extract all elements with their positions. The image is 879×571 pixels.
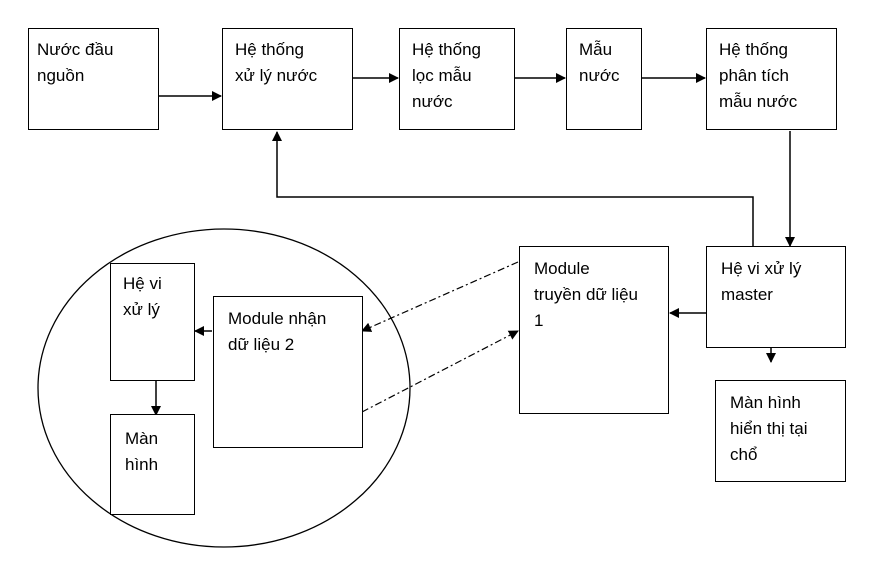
sample-analysis-line-1: Hệ thống xyxy=(719,40,788,59)
transmit-module-box: Module truyền dữ liệu 1 xyxy=(519,246,669,414)
sample-filter-line-1: Hệ thống xyxy=(412,40,481,59)
feedback-master-to-treatment xyxy=(272,131,754,246)
remote-mcu-line-1: Hệ vi xyxy=(123,274,162,293)
source-water-line-1: Nước đầu xyxy=(37,40,114,59)
wireless-link-receive-to-transmit xyxy=(361,330,519,413)
master-mcu-box: Hệ vi xử lý master xyxy=(706,246,846,348)
remote-display-line-2: hình xyxy=(125,455,159,474)
sample-analysis-line-2: phân tích xyxy=(719,66,789,85)
water-sample-line-2: nước xyxy=(579,66,620,85)
remote-mcu-box: Hệ vi xử lý xyxy=(110,263,195,381)
local-display-box: Màn hình hiển thị tại chổ xyxy=(715,380,846,482)
source-water-box: Nước đầu nguồn xyxy=(28,28,159,130)
sample-analysis-box: Hệ thống phân tích mẫu nước xyxy=(706,28,837,130)
master-mcu-line-1: Hệ vi xử lý xyxy=(721,259,802,278)
water-treatment-line-2: xử lý nước xyxy=(235,66,318,85)
sample-filter-box: Hệ thống lọc mẫu nước xyxy=(399,28,515,130)
remote-display-line-1: Màn xyxy=(125,429,159,448)
water-sample-box: Mẫu nước xyxy=(566,28,642,130)
water-sample-line-1: Mẫu xyxy=(579,40,613,59)
sample-analysis-line-3: mẫu nước xyxy=(719,92,798,111)
receive-module-line-1: Module nhận xyxy=(228,309,327,328)
transmit-module-line-2: truyền dữ liệu xyxy=(534,285,638,304)
local-display-line-3: chổ xyxy=(730,445,758,464)
master-mcu-line-2: master xyxy=(721,285,773,304)
wireless-link-transmit-to-receive xyxy=(361,261,519,332)
transmit-module-line-1: Module xyxy=(534,259,590,278)
remote-mcu-line-2: xử lý xyxy=(123,300,160,319)
sample-filter-line-2: lọc mẫu xyxy=(412,66,472,85)
sample-filter-line-3: nước xyxy=(412,92,453,111)
receive-module-line-2: dữ liệu 2 xyxy=(228,335,295,354)
remote-display-box: Màn hình xyxy=(110,414,195,515)
local-display-line-1: Màn hình xyxy=(730,393,801,412)
transmit-module-line-3: 1 xyxy=(534,311,544,330)
water-treatment-line-1: Hệ thống xyxy=(235,40,304,59)
water-treatment-box: Hệ thống xử lý nước xyxy=(222,28,353,130)
source-water-line-2: nguồn xyxy=(37,66,85,85)
receive-module-box: Module nhận dữ liệu 2 xyxy=(213,296,363,448)
remote-station-ellipse xyxy=(37,228,411,548)
local-display-line-2: hiển thị tại xyxy=(730,419,808,438)
